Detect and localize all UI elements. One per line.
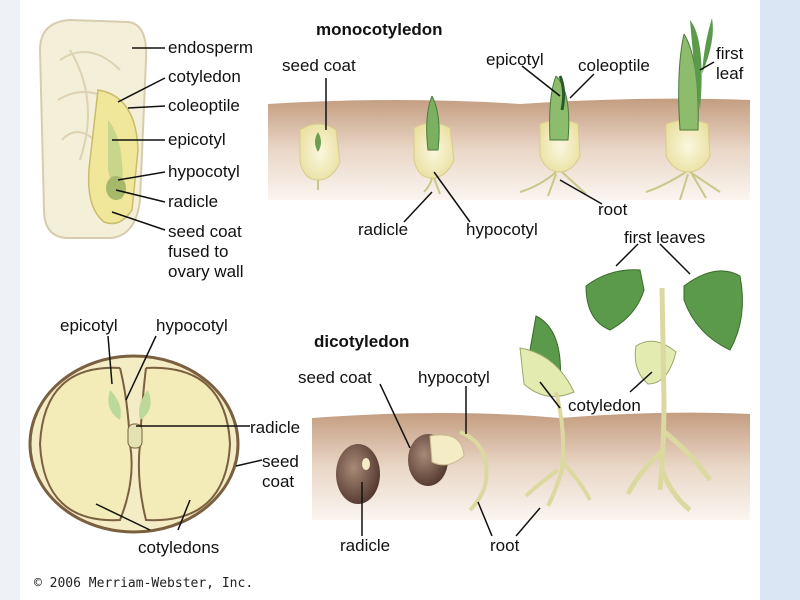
corn-hypocotyl-label: hypocotyl — [168, 162, 240, 181]
monocot-seed-coat-label: seed coat — [282, 56, 356, 75]
monocot-first-leaf-label: first leaf — [716, 44, 744, 83]
left-margin — [0, 0, 20, 600]
monocot-hypocotyl-label: hypocotyl — [466, 220, 538, 239]
bean-epicotyl-label: epicotyl — [60, 316, 118, 335]
corn-epicotyl-label: epicotyl — [168, 130, 226, 149]
monocot-stage-2 — [413, 95, 455, 195]
dicot-hypocotyl-label: hypocotyl — [418, 368, 490, 387]
monocot-stage-4 — [645, 18, 721, 201]
dicot-stage-2 — [408, 430, 489, 512]
corn-coleoptile-label: coleoptile — [168, 96, 240, 115]
bean-seed-section — [28, 354, 240, 534]
dicot-radicle-label: radicle — [340, 536, 391, 555]
dicot-seed-coat-label: seed coat — [298, 368, 372, 387]
corn-cotyledon-label: cotyledon — [168, 67, 241, 86]
monocot-heading: monocotyledon — [316, 20, 443, 39]
monocot-epicotyl-label: epicotyl — [486, 50, 544, 69]
corn-seed-section — [38, 18, 148, 239]
corn-endosperm-label: endosperm — [168, 38, 254, 57]
dicot-stage-3 — [519, 315, 592, 507]
monocot-stage-1 — [299, 123, 341, 190]
bean-radicle-label: radicle — [250, 418, 301, 437]
monocot-coleoptile-label: coleoptile — [578, 56, 650, 75]
dicot-heading: dicotyledon — [314, 332, 410, 351]
dicot-root-label: root — [490, 536, 520, 555]
monocot-radicle-label: radicle — [358, 220, 409, 239]
monocot-root-label: root — [598, 200, 628, 219]
dicot-stage-4 — [585, 269, 743, 512]
corn-radicle-label: radicle — [168, 192, 219, 211]
dicot-cotyledon-label: cotyledon — [568, 396, 641, 415]
right-margin — [760, 0, 800, 600]
bean-cotyledons-label: cotyledons — [138, 538, 220, 557]
dicot-first-leaves-label: first leaves — [624, 228, 706, 247]
corn-seed-coat-label: seed coat fused to ovary wall — [168, 222, 244, 281]
monocot-soil — [268, 98, 750, 200]
dicot-stage-1 — [336, 444, 380, 504]
copyright-notice: © 2006 Merriam-Webster, Inc. — [34, 576, 254, 591]
bean-seed-coat-label: seed coat — [262, 452, 299, 491]
bean-hypocotyl-label: hypocotyl — [156, 316, 228, 335]
